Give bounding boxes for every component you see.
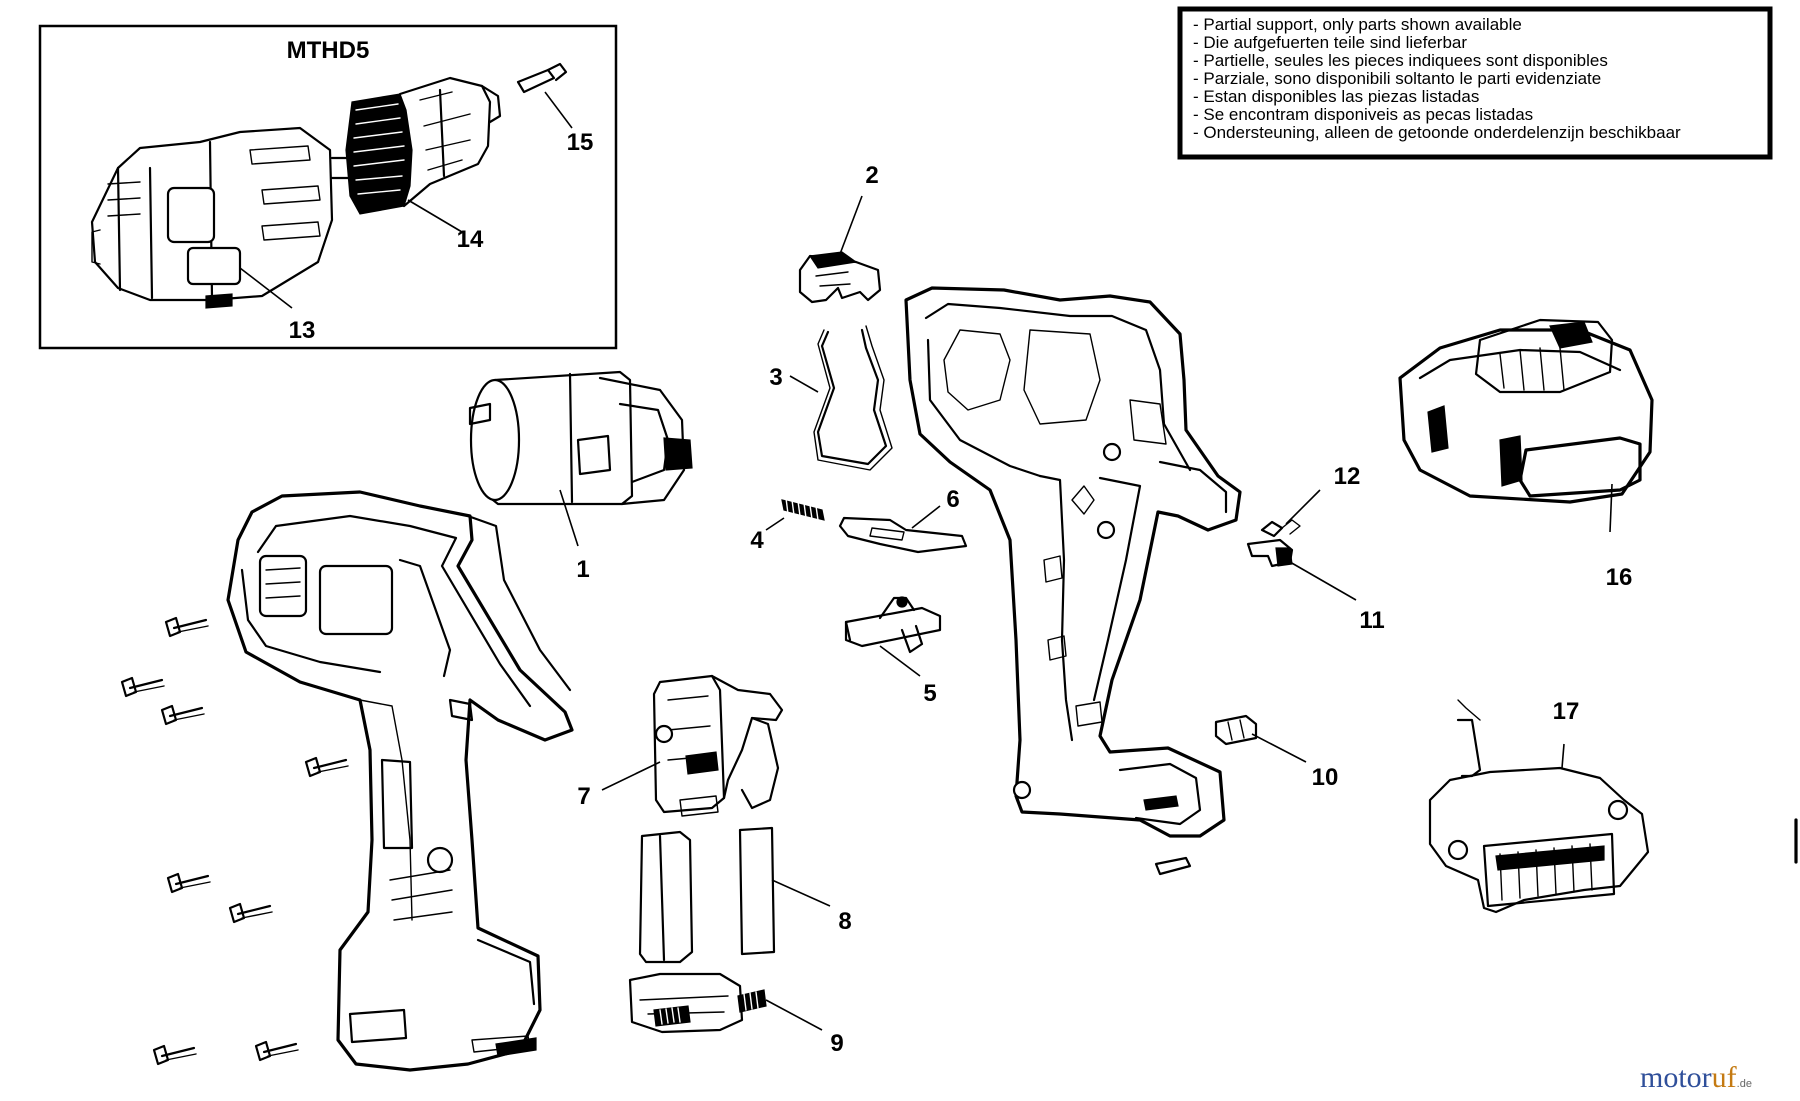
notice-line-es: - Estan disponibles las piezas listadas [1193,87,1479,106]
screw [160,704,205,726]
notice-line-en: - Partial support, only parts shown avai… [1193,15,1522,34]
part-16-battery [1398,318,1654,504]
leader-7 [601,761,661,791]
leader-16 [1609,483,1613,533]
screw [152,1044,197,1066]
notice-frame [1177,6,1773,160]
part-8-label-sheet [738,826,776,956]
part-3-spring-clip [813,325,893,471]
callout-15: 15 [567,129,594,156]
callout-10: 10 [1312,764,1339,791]
left-housing-half [226,490,574,1072]
part-12-spring [1260,519,1301,538]
part-4-spring [781,497,825,521]
leader-8 [771,879,831,907]
callout-12: 12 [1334,463,1361,490]
screw [166,872,211,894]
leader-10 [1251,733,1307,763]
callout-1: 1 [576,556,589,583]
part-13-gearbox [90,126,354,309]
inset-title: MTHD5 [287,37,370,64]
leader-2 [839,195,863,255]
callout-2: 2 [865,162,878,189]
leader-3 [789,375,819,393]
leader-17 [1561,743,1565,769]
screw [120,676,165,698]
part-9-contact-assembly [628,830,767,1034]
leader-14 [407,199,463,233]
callout-5: 5 [923,680,936,707]
callout-11: 11 [1359,607,1384,634]
screw [228,902,273,924]
callout-13: 13 [289,317,316,344]
leader-12 [1285,489,1321,525]
callout-9: 9 [830,1030,843,1057]
callout-6: 6 [946,486,959,513]
notice-line-it: - Parziale, sono disponibili soltanto le… [1193,69,1601,88]
notice-line-fr: - Partielle, seules les pieces indiquees… [1193,51,1608,70]
part-1-motor [468,370,693,506]
screw [304,756,349,778]
callout-17: 17 [1553,698,1580,725]
screw [254,1040,299,1062]
callout-7: 7 [577,783,590,810]
part-17-charger [1428,699,1650,914]
screw [164,616,209,638]
callout-3: 3 [769,364,782,391]
inset-mthd5: MTHD5 13 14 [38,24,618,350]
inset-frame [38,24,618,350]
part-7-trigger-switch [652,674,784,817]
callout-4: 4 [750,527,764,554]
watermark: motoruf.de [1640,1061,1752,1094]
leader-5 [879,645,921,677]
leader-1 [559,489,579,547]
part-5-fwd-rev-switch [844,596,942,654]
leader-6 [911,505,941,529]
leader-4 [765,517,785,531]
part-2-button [798,251,882,304]
notice-line-nl: - Ondersteuning, alleen de getoonde onde… [1193,123,1681,142]
notice-line-de: - Die aufgefuerten teile sind lieferbar [1193,33,1467,52]
housing-screws [120,616,349,1066]
part-10-clip [1214,714,1258,746]
availability-notice: - Partial support, only parts shown avai… [1177,6,1773,160]
part-11-latch [1246,538,1294,568]
part-14-chuck [345,76,502,215]
leader-15 [544,91,573,129]
leader-9 [765,999,823,1031]
callout-8: 8 [838,908,851,935]
part-6-slide-plate [838,516,968,554]
leader-11 [1289,561,1357,601]
leader-13 [239,267,293,309]
watermark-text: motoruf.de [1640,1061,1752,1094]
callout-16: 16 [1606,564,1633,591]
right-housing-half [904,286,1242,876]
part-15-screw [516,62,568,94]
callout-14: 14 [457,226,484,253]
notice-line-pt: - Se encontram disponiveis as pecas list… [1193,105,1533,124]
